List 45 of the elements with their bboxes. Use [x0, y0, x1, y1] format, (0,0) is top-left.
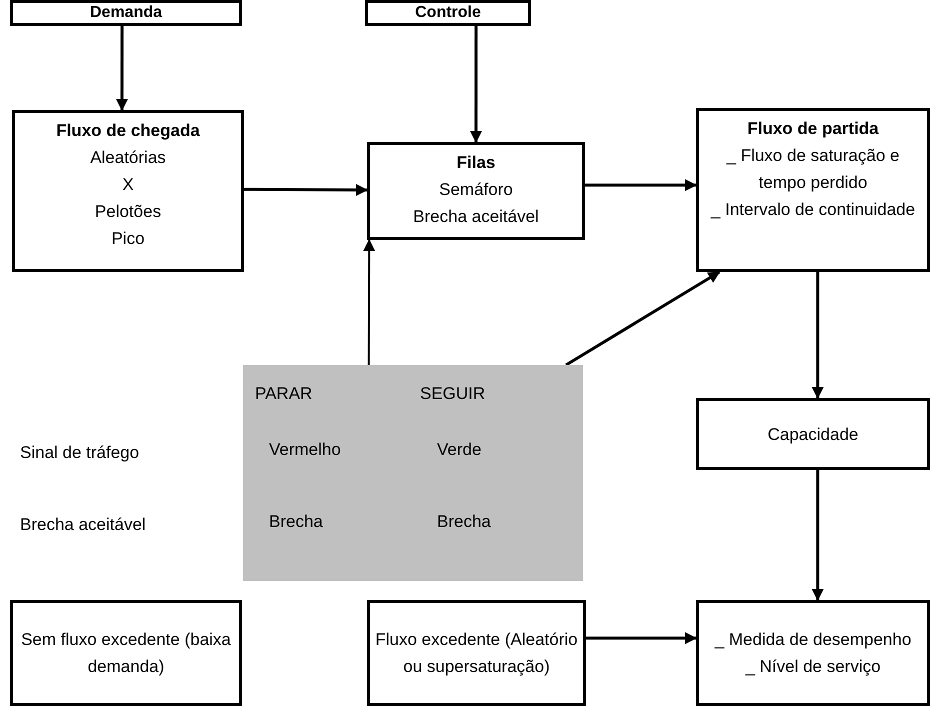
box-heading: Controle	[415, 3, 481, 23]
table-text: PARAR	[255, 383, 312, 405]
box-heading: Fluxo de partida	[747, 118, 879, 140]
box-text: _ Fluxo de saturação e tempo perdido	[725, 145, 900, 194]
box-text: Aleatórias	[90, 147, 166, 169]
arrow	[470, 26, 482, 143]
process-box	[12, 110, 244, 272]
box-text: Semáforo	[439, 179, 513, 201]
arrow	[812, 272, 824, 399]
arrow	[116, 26, 128, 111]
arrow	[363, 239, 376, 365]
table-text: Vermelho	[269, 439, 341, 461]
table-text: Verde	[437, 439, 482, 461]
box-heading: Fluxo de chegada	[56, 120, 200, 142]
process-box	[696, 600, 930, 706]
box-text: X	[122, 174, 134, 196]
process-box	[365, 0, 531, 26]
table-text: SEGUIR	[420, 383, 486, 405]
box-text: _ Intervalo de continuidade	[710, 199, 916, 221]
table-text: Brecha	[269, 511, 323, 533]
arrow	[586, 632, 697, 644]
process-box	[367, 600, 586, 706]
box-text: Sem fluxo excedente (baixa demanda)	[20, 629, 232, 678]
box-text: Brecha aceitável	[413, 206, 539, 228]
box-text: Pico	[111, 228, 145, 250]
process-box	[696, 398, 930, 470]
arrow	[244, 184, 368, 196]
box-text: _ Nível de serviço	[745, 656, 881, 678]
table-text: Brecha	[437, 511, 491, 533]
arrow	[812, 470, 824, 601]
process-box	[10, 0, 242, 26]
process-box	[696, 108, 930, 272]
arrow	[585, 179, 697, 192]
row-label: Brecha aceitável	[20, 514, 146, 536]
box-text: _ Medida de desempenho	[714, 629, 912, 651]
box-text: Capacidade	[768, 424, 858, 446]
process-box	[367, 142, 585, 240]
arrow	[565, 270, 720, 366]
box-heading: Filas	[456, 152, 496, 174]
process-box	[10, 600, 242, 706]
signal-table-panel	[243, 365, 583, 581]
box-text: Fluxo excedente (Aleatório ou supersaturação)	[374, 629, 579, 678]
row-label: Sinal de tráfego	[20, 442, 140, 464]
box-text: Pelotões	[94, 201, 162, 223]
box-heading: Demanda	[90, 3, 162, 23]
